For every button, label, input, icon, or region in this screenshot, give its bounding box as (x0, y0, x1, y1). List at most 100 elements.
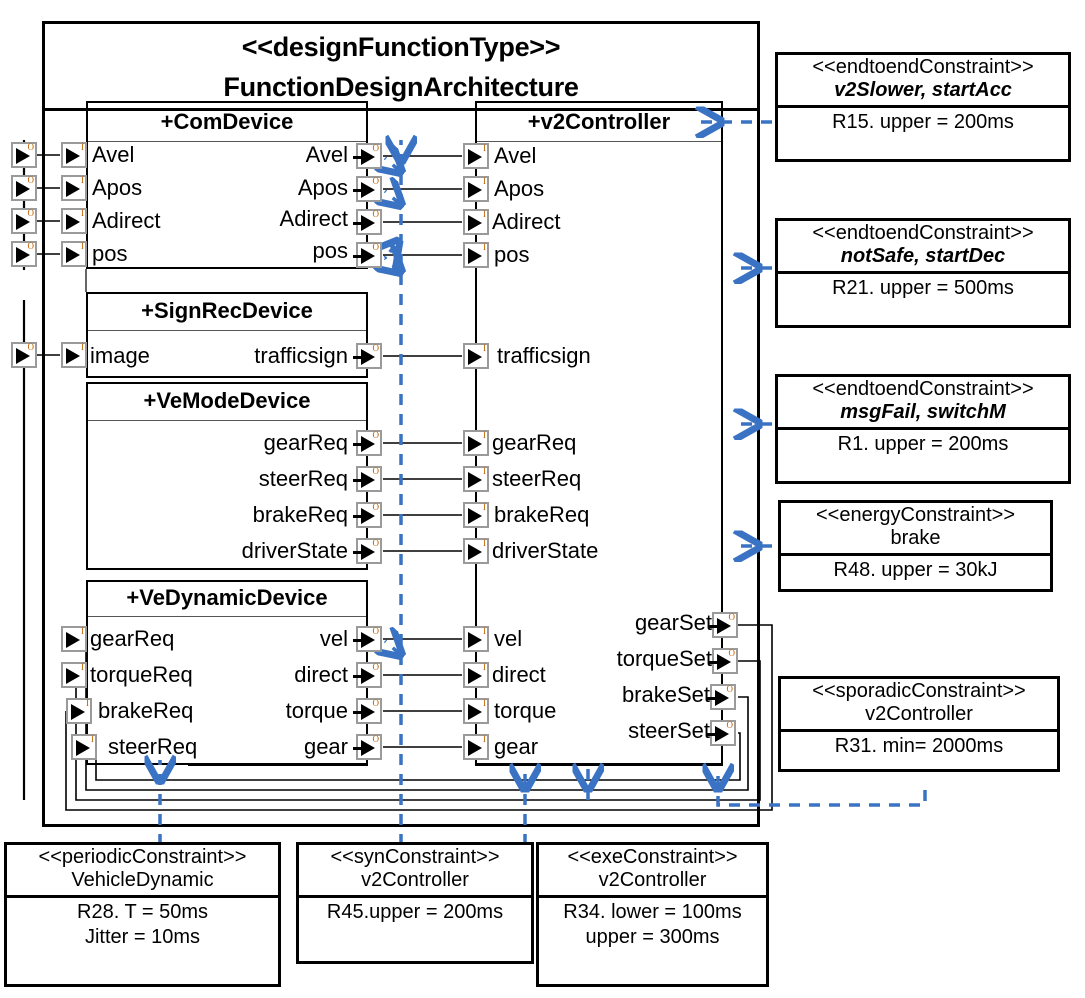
v2controller-in-port-trafficsign[interactable]: I (463, 343, 489, 369)
v2controller-in-port-apos[interactable]: I (463, 176, 489, 202)
v2controller-in-port-driverstate[interactable]: I (463, 538, 489, 564)
v2controller-in-port-gear[interactable]: I (463, 734, 489, 760)
v2controller-in-label-vel: vel (494, 626, 523, 651)
comdevice-out-port-avel[interactable]: O (353, 143, 382, 169)
constraint-box-r34[interactable]: <<exeConstraint>> v2Controller R34. lowe… (536, 842, 769, 987)
constraint-stereotype: <<periodicConstraint>> (38, 846, 247, 868)
constraint-stereotype: <<endtoendConstraint>> (812, 378, 1034, 400)
v2controller-out-port-torqueset[interactable]: O (709, 648, 738, 674)
external-port-image[interactable]: O (11, 342, 37, 368)
port-kind-label: I (483, 538, 486, 548)
comdevice-in-label-pos: pos (92, 241, 128, 266)
port-triangle-icon (66, 247, 80, 263)
signrec-title: +SignRecDevice (141, 298, 313, 323)
constraint-box-r31[interactable]: <<sporadicConstraint>> v2Controller R31.… (778, 676, 1060, 772)
port-stem (353, 443, 361, 446)
port-stem (353, 515, 361, 518)
port-triangle-icon (468, 349, 482, 365)
block-signrecdevice: +SignRecDevice (86, 292, 368, 378)
port-triangle-icon (468, 544, 482, 560)
comdevice-in-port-apos[interactable]: I (61, 175, 87, 201)
port-kind-label: I (483, 209, 486, 219)
constraint-box-r48[interactable]: <<energyConstraint>> brake R48. upper = … (778, 500, 1053, 592)
constraint-value: R45.upper = 200ms (326, 901, 504, 923)
comdevice-in-label-avel: Avel (92, 142, 135, 167)
constraint-body: R31. min= 2000ms (781, 732, 1057, 762)
port-kind-label: I (483, 176, 486, 186)
port-stem (353, 189, 361, 192)
vemode-out-port-brakereq[interactable]: O (353, 502, 382, 528)
vedynamic-in-port-brakereq[interactable]: I (66, 698, 92, 724)
comdevice-out-port-apos[interactable]: O (353, 176, 382, 202)
comdevice-out-port-pos[interactable]: O (353, 242, 382, 268)
port-triangle-icon (66, 348, 80, 364)
constraint-box-r15[interactable]: <<endtoendConstraint>> v2Slower, startAc… (775, 52, 1071, 162)
constraint-header: <<endtoendConstraint>> v2Slower, startAc… (778, 55, 1068, 104)
vedynamic-in-port-gearreq[interactable]: I (61, 626, 87, 652)
comdevice-in-port-adirect[interactable]: I (61, 208, 87, 234)
port-triangle-icon (468, 215, 482, 231)
v2controller-out-label-gearset: gearSet (634, 610, 712, 635)
comdevice-out-label-apos: Apos (297, 175, 348, 200)
port-triangle-icon (361, 508, 375, 524)
vemode-out-port-gearreq[interactable]: O (353, 430, 382, 456)
v2controller-in-label-trafficsign: trafficsign (497, 343, 591, 368)
v2controller-in-port-gearreq[interactable]: I (463, 430, 489, 456)
comdevice-in-port-avel[interactable]: I (61, 142, 87, 168)
vedynamic-out-port-direct[interactable]: O (353, 662, 382, 688)
v2controller-in-label-adirect: Adirect (492, 209, 561, 234)
port-kind-label: O (372, 466, 380, 476)
external-port-pos[interactable]: O (11, 241, 37, 267)
vedynamic-in-port-torquereq[interactable]: I (61, 662, 87, 688)
constraint-box-r45[interactable]: <<synConstraint>> v2Controller R45.upper… (296, 842, 534, 964)
port-triangle-icon (468, 740, 482, 756)
constraint-box-r1[interactable]: <<endtoendConstraint>> msgFail, switchM … (775, 374, 1071, 484)
signrec-in-port-image[interactable]: I (61, 342, 87, 368)
diagram-title-stereotype: <<designFunctionType>> (241, 32, 561, 62)
constraint-box-r21[interactable]: <<endtoendConstraint>> notSafe, startDec… (775, 218, 1071, 328)
vemode-out-port-driverstate[interactable]: O (353, 538, 382, 564)
constraint-separator (7, 895, 278, 898)
vedynamic-in-port-steerreq[interactable]: I (71, 734, 97, 760)
port-triangle-icon (71, 704, 85, 720)
port-kind-label: I (483, 502, 486, 512)
comdevice-out-label-pos: pos (312, 238, 348, 263)
external-port-adirect[interactable]: O (11, 208, 37, 234)
port-triangle-icon (717, 618, 731, 634)
external-port-avel[interactable]: O (11, 142, 37, 168)
port-triangle-icon (715, 690, 729, 706)
port-triangle-icon (361, 182, 375, 198)
comdevice-in-port-pos[interactable]: I (61, 241, 87, 267)
constraint-box-r28[interactable]: <<periodicConstraint>> VehicleDynamic R2… (4, 842, 281, 987)
signrec-out-port-trafficsign[interactable]: O (353, 343, 382, 369)
v2controller-out-label-steerset: steerSet (628, 718, 710, 743)
v2controller-out-port-steerset[interactable]: O (707, 720, 736, 746)
constraint-value: R34. lower = 100ms (563, 901, 742, 923)
port-kind-label: O (372, 662, 380, 672)
v2controller-in-port-direct[interactable]: I (463, 662, 489, 688)
v2controller-in-port-torque[interactable]: I (463, 698, 489, 724)
comdevice-out-port-adirect[interactable]: O (353, 209, 382, 235)
v2controller-out-port-gearset[interactable]: O (709, 612, 738, 638)
vedynamic-out-port-vel[interactable]: O (353, 626, 382, 652)
v2controller-in-port-pos[interactable]: I (463, 242, 489, 268)
port-kind-label: O (27, 175, 35, 185)
v2controller-in-port-steerreq[interactable]: I (463, 466, 489, 492)
external-port-apos[interactable]: O (11, 175, 37, 201)
port-triangle-icon (468, 704, 482, 720)
vedynamic-title: +VeDynamicDevice (126, 585, 328, 610)
vemode-out-port-steerreq[interactable]: O (353, 466, 382, 492)
v2controller-in-port-vel[interactable]: I (463, 626, 489, 652)
vedynamic-out-port-gear[interactable]: O (353, 734, 382, 760)
vedynamic-out-port-torque[interactable]: O (353, 698, 382, 724)
port-kind-label: I (86, 698, 89, 708)
v2controller-out-label-brakeset: brakeSet (621, 682, 710, 707)
vedynamic-in-label-brakereq: brakeReq (98, 698, 194, 723)
port-stem (353, 356, 361, 359)
v2controller-in-port-avel[interactable]: I (463, 143, 489, 169)
v2controller-out-port-brakeset[interactable]: O (707, 684, 736, 710)
v2controller-in-port-adirect[interactable]: I (463, 209, 489, 235)
v2controller-in-port-brakereq[interactable]: I (463, 502, 489, 528)
constraint-stereotype: <<endtoendConstraint>> (812, 222, 1034, 244)
port-triangle-icon (16, 348, 30, 364)
